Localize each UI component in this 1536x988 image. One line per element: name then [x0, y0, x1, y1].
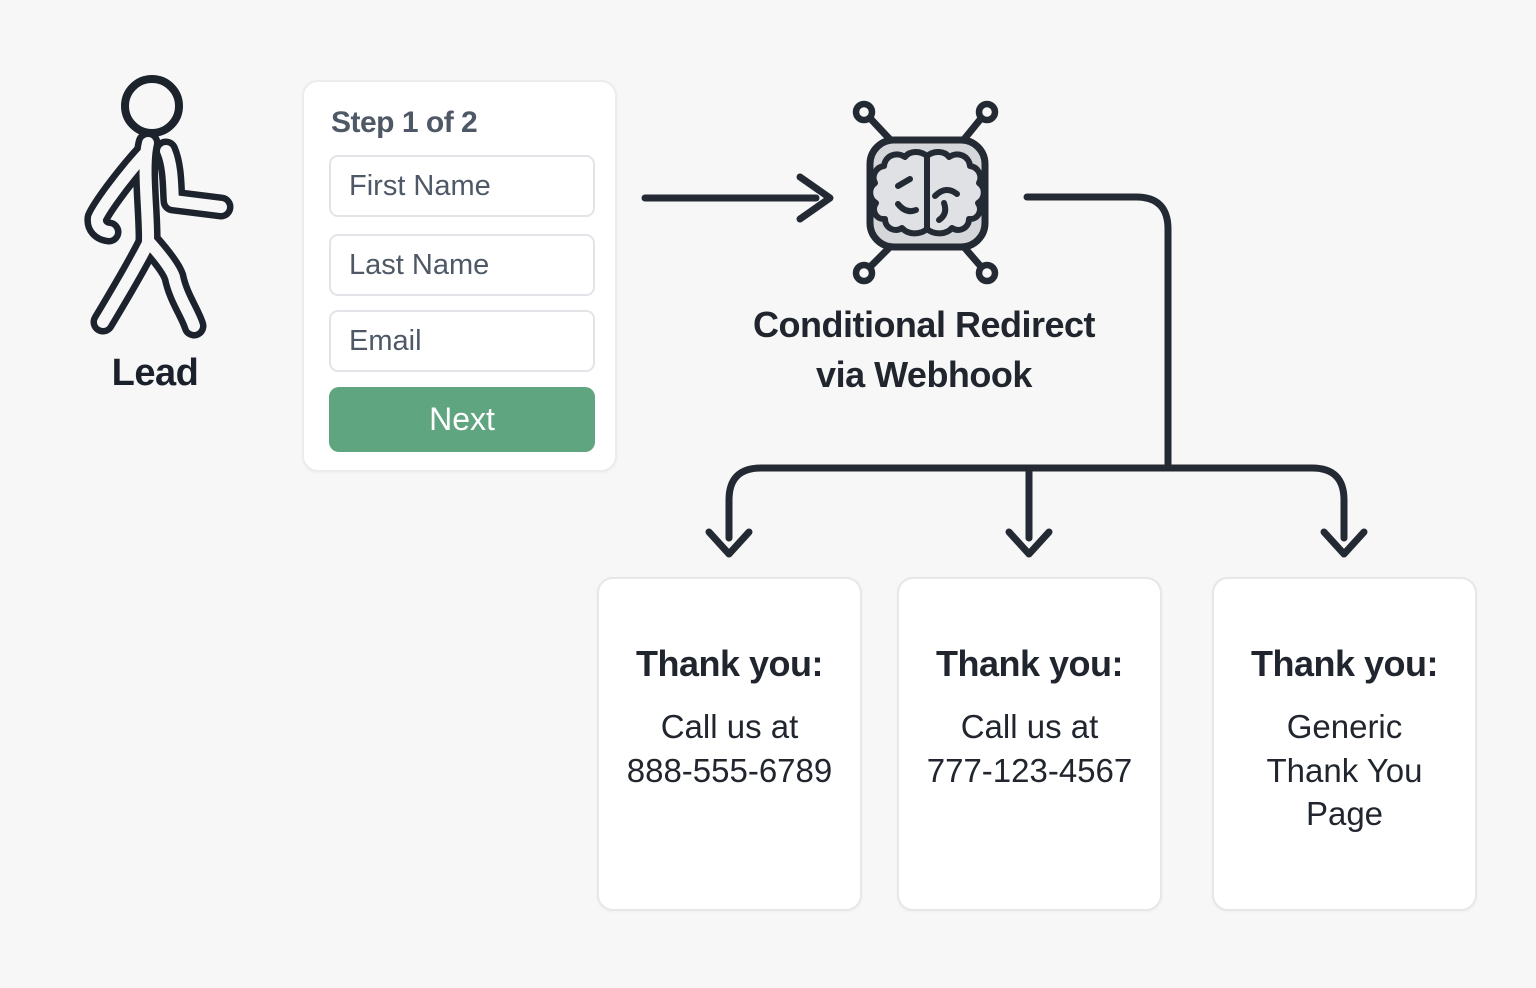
email-input[interactable] [329, 310, 595, 372]
branch-arrowhead-left [705, 528, 753, 558]
outcome-body: Generic Thank You Page [1266, 708, 1423, 833]
arrow-form-to-webhook [641, 173, 834, 223]
lead-form-card: Step 1 of 2 Next [302, 80, 617, 472]
first-name-input[interactable] [329, 155, 595, 217]
outcome-title: Thank you: [635, 643, 824, 684]
outcome-card-777: Thank you: Call us at 777-123-4567 [897, 577, 1162, 911]
outcome-title: Thank you: [935, 643, 1124, 684]
branch-arrowhead-middle [1005, 528, 1053, 558]
next-button[interactable]: Next [329, 387, 595, 452]
outcome-title: Thank you: [1250, 643, 1439, 684]
outcome-card-generic: Thank you: Generic Thank You Page [1212, 577, 1477, 911]
outcome-body: Call us at 777-123-4567 [926, 708, 1133, 789]
branch-arrowhead-right [1320, 528, 1368, 558]
form-step-label: Step 1 of 2 [331, 106, 478, 139]
webhook-caption: Conditional Redirect via Webhook [752, 304, 1096, 395]
outcome-body: Call us at 888-555-6789 [626, 708, 833, 789]
walking-person-icon [84, 75, 234, 339]
lead-label: Lead [111, 352, 199, 394]
outcome-card-888: Thank you: Call us at 888-555-6789 [597, 577, 862, 911]
brain-chip-icon [852, 100, 999, 285]
last-name-input[interactable] [329, 234, 595, 296]
